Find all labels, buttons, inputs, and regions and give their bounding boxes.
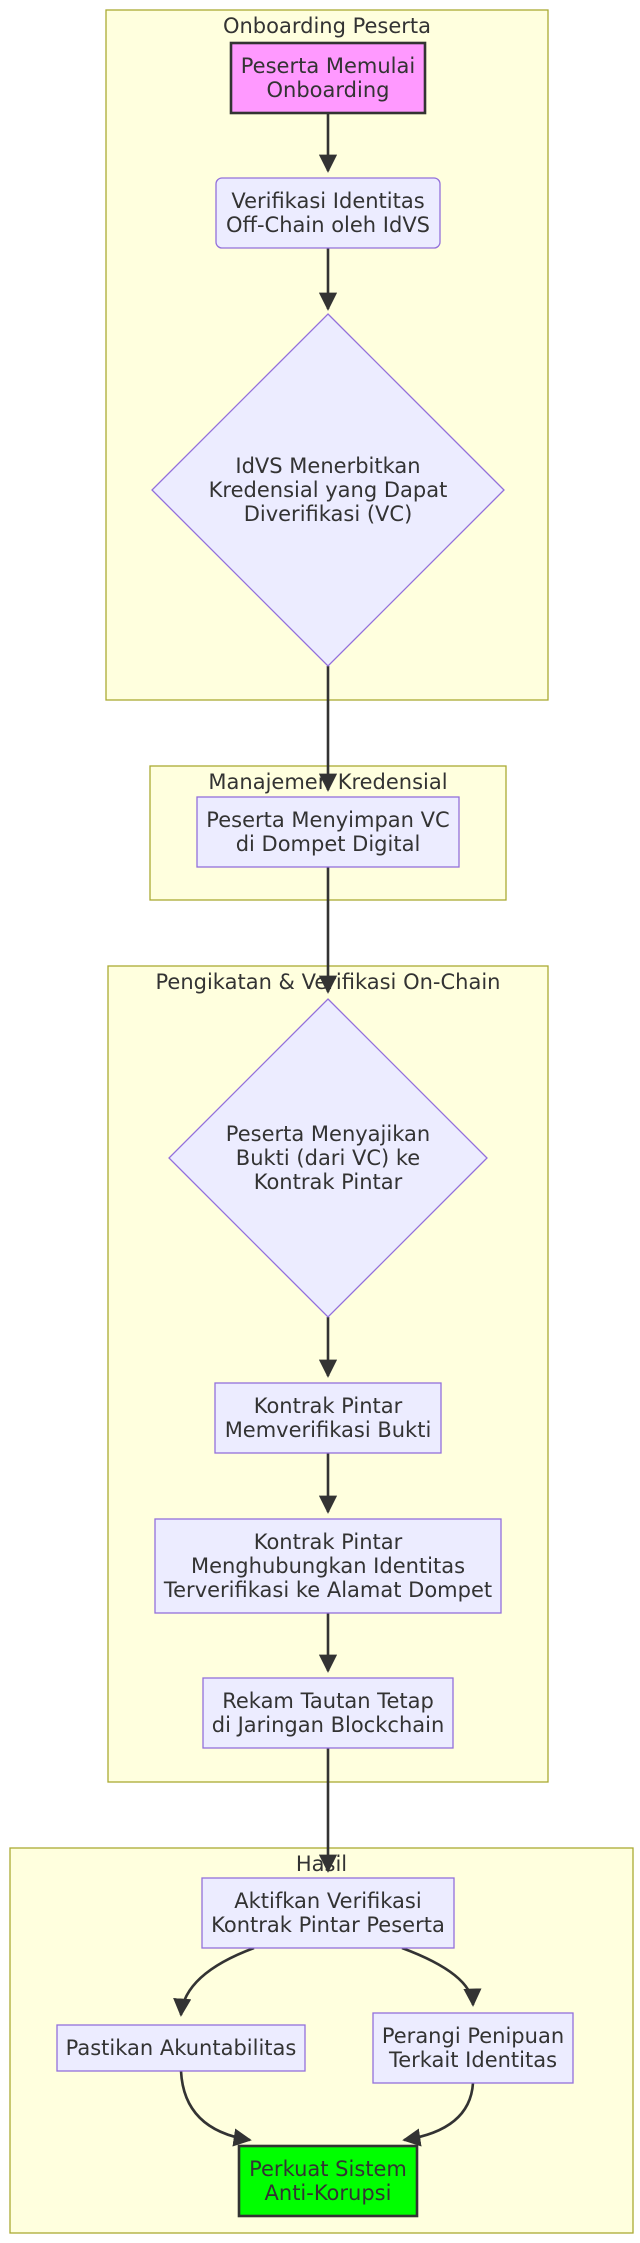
node-label-line: Peserta Menyimpan VC (206, 808, 449, 832)
node-label-line: Onboarding (267, 78, 390, 102)
node-label-line: Kontrak Pintar (254, 1394, 403, 1418)
edge-j-l (179, 2070, 252, 2147)
cluster-label: Hasil (296, 1852, 347, 1876)
process-box (372, 2012, 574, 2084)
node-label-line: Bukti (dari VC) ke (236, 1146, 420, 1170)
node-label-line: Diverifikasi (VC) (244, 502, 413, 526)
node-label-line: Kontrak Pintar Peserta (211, 1913, 445, 1937)
process-box (237, 2144, 419, 2218)
node-label-line: Verifikasi Identitas (231, 189, 424, 213)
node-label-line: Kontrak Pintar (254, 1170, 403, 1194)
node-label-line: Kredensial yang Dapat (209, 478, 448, 502)
decision-diamond (151, 313, 505, 667)
node-label-line: di Dompet Digital (236, 832, 421, 856)
node-label-line: di Jaringan Blockchain (212, 1713, 445, 1737)
process-box (202, 1677, 454, 1749)
node-label-line: Kontrak Pintar (254, 1530, 403, 1554)
node-label-line: Peserta Memulai (241, 54, 415, 78)
process-box (154, 1518, 502, 1614)
edge-i-j (173, 1946, 255, 2017)
node-label-line: Aktifkan Verifikasi (234, 1889, 421, 1913)
node-label-line: Menghubungkan Identitas (191, 1554, 465, 1578)
node-j: Pastikan Akuntabilitas (56, 2024, 306, 2072)
process-box (215, 177, 441, 249)
node-label-line: Terkait Identitas (388, 2048, 557, 2072)
node-label-line: Perkuat Sistem (249, 2157, 407, 2181)
node-label-line: Off-Chain oleh IdVS (226, 213, 430, 237)
node-label-line: Anti-Korupsi (265, 2181, 392, 2205)
node-label-line: Peserta Menyajikan (226, 1122, 430, 1146)
node-label-line: IdVS Menerbitkan (235, 454, 420, 478)
node-label-line: Pastikan Akuntabilitas (66, 2036, 297, 2060)
process-box (214, 1382, 442, 1454)
node-label-line: Terverifikasi ke Alamat Dompet (163, 1578, 492, 1602)
cluster-label: Onboarding Peserta (223, 14, 431, 38)
decision-diamond (168, 998, 488, 1318)
edge-layer (173, 113, 482, 2147)
process-box (196, 796, 460, 868)
edge-i-k (401, 1946, 482, 2007)
edge-k-l (402, 2082, 475, 2147)
node-label-line: Memverifikasi Bukti (225, 1418, 432, 1442)
process-box (229, 41, 427, 115)
process-box (201, 1877, 455, 1949)
process-box (56, 2024, 306, 2072)
node-label-line: Rekam Tautan Tetap (222, 1689, 434, 1713)
node-label-line: Perangi Penipuan (382, 2024, 564, 2048)
